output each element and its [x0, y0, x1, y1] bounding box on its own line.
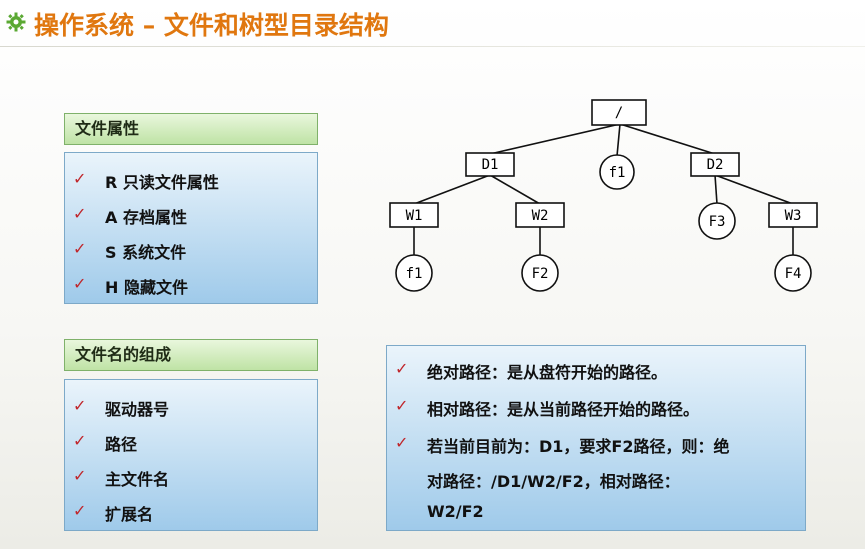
tree-node-dir	[465, 152, 515, 177]
list-item-text: S 系统文件	[105, 243, 187, 262]
list-item-text: 主文件名	[105, 470, 170, 489]
list-item-text: 路径	[105, 435, 138, 454]
check-icon: ✓	[395, 359, 409, 378]
check-icon: ✓	[73, 169, 87, 188]
check-icon: ✓	[395, 396, 409, 415]
tree-node-label: W1	[406, 208, 423, 224]
tree-node-file	[698, 202, 736, 240]
check-icon: ✓	[73, 204, 87, 223]
tree-node-dir	[690, 152, 740, 177]
tree-node-label: F3	[709, 214, 726, 230]
list-item-text: 相对路径：是从当前路径开始的路径。	[427, 400, 700, 419]
check-icon: ✓	[73, 501, 87, 520]
directory-tree: / D1 f1 D2 W1 W2 F3 W3 f1 F2 F4	[389, 99, 818, 292]
tree-node-dir	[389, 202, 439, 228]
tree-node-label: D1	[482, 157, 499, 173]
check-icon: ✓	[395, 433, 409, 452]
tree-node-label: W2	[532, 208, 549, 224]
tree-node-root	[591, 99, 647, 126]
list-item-text: 绝对路径：是从盘符开始的路径。	[427, 363, 668, 382]
list-item-text: 若当前目前为：D1，要求F2路径，则：绝	[427, 437, 730, 456]
check-icon: ✓	[73, 239, 87, 258]
list-item-text: W2/F2	[427, 502, 484, 521]
tree-node-label: D2	[707, 157, 724, 173]
list-item-text: A 存档属性	[105, 208, 187, 227]
list-item-text: R 只读文件属性	[105, 173, 219, 192]
check-icon: ✓	[73, 431, 87, 450]
tree-node-dir	[768, 202, 818, 228]
tree-node-file	[599, 154, 635, 190]
title-divider	[0, 46, 865, 47]
gear-icon	[6, 12, 26, 32]
filename-header: 文件名的组成	[64, 339, 318, 371]
title-bar: 操作系统 – 文件和树型目录结构	[0, 0, 865, 46]
list-item-text: 对路径：/D1/W2/F2，相对路径：	[427, 472, 680, 491]
list-item-text: 驱动器号	[105, 400, 170, 419]
tree-node-label: W3	[785, 208, 802, 224]
tree-node-file	[521, 254, 559, 292]
tree-node-label: /	[615, 105, 623, 121]
check-icon: ✓	[73, 396, 87, 415]
tree-node-label: F4	[785, 266, 802, 282]
tree-node-label: f1	[406, 266, 423, 282]
attributes-list: ✓ R 只读文件属性 ✓ A 存档属性 ✓ S 系统文件 ✓ H 隐藏文件	[64, 152, 318, 304]
check-icon: ✓	[73, 274, 87, 293]
tree-node-dir	[515, 202, 565, 228]
list-item-text: 扩展名	[105, 505, 154, 524]
page-title: 操作系统 – 文件和树型目录结构	[34, 11, 389, 40]
check-icon: ✓	[73, 466, 87, 485]
list-item-text: H 隐藏文件	[105, 278, 188, 297]
filename-list: ✓ 驱动器号 ✓ 路径 ✓ 主文件名 ✓ 扩展名	[64, 379, 318, 531]
tree-node-label: F2	[532, 266, 549, 282]
tree-node-file	[774, 254, 812, 292]
tree-node-label: f1	[609, 165, 626, 181]
paths-box: ✓ 绝对路径：是从盘符开始的路径。 ✓ 相对路径：是从当前路径开始的路径。 ✓ …	[386, 345, 806, 531]
tree-node-file	[395, 254, 433, 292]
attributes-header: 文件属性	[64, 113, 318, 145]
